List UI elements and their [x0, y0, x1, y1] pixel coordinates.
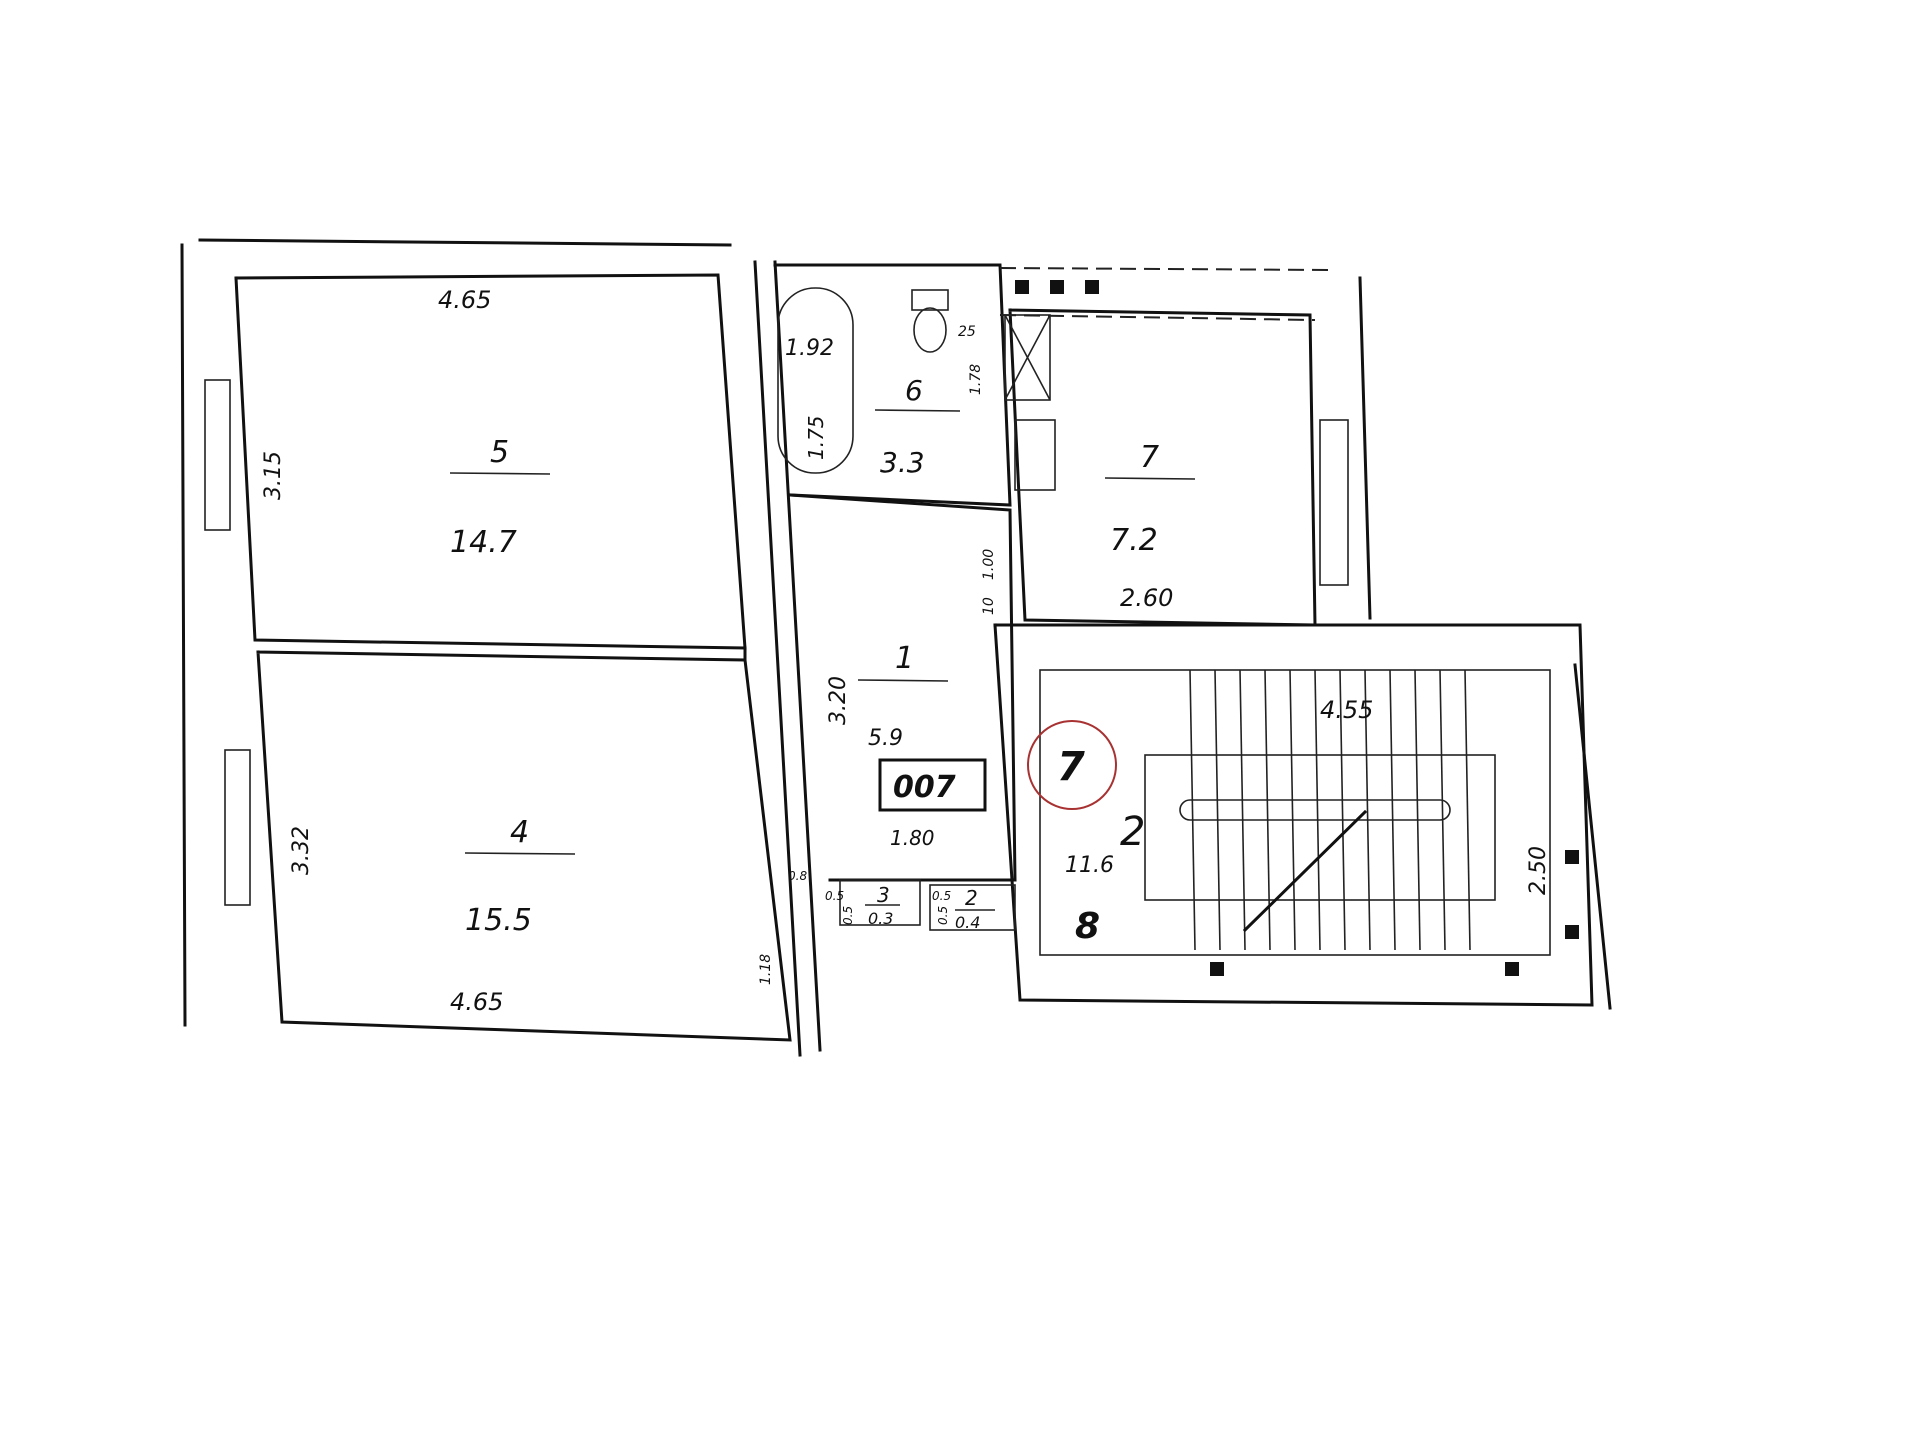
closet-3-number: 3 — [877, 883, 890, 907]
circled-number: 7 — [1057, 744, 1085, 790]
dim-bath-length: 1.92 — [785, 336, 834, 361]
dim-room7-bottom: 2.60 — [1120, 584, 1173, 612]
room-7-number: 7 — [1140, 440, 1159, 475]
room-1-walls — [788, 493, 1017, 882]
apartment-number: 007 — [893, 770, 956, 805]
dim-room4-bottom: 4.65 — [450, 988, 503, 1016]
stair-tread — [1289, 669, 1296, 951]
section-number: 8 — [1075, 906, 1100, 947]
dim-small-25: 25 — [958, 324, 976, 340]
closet-3-area: 0.3 — [868, 909, 893, 928]
dim-room5-top: 4.65 — [438, 286, 491, 314]
dim-room4-side: 3.32 — [289, 826, 314, 875]
circled-number-ring — [1027, 720, 1117, 810]
corridor-left-wall — [753, 260, 802, 1057]
stair-tread — [1239, 669, 1246, 951]
outer-left-wall — [180, 243, 187, 1027]
room-4-number: 4 — [510, 815, 529, 850]
stair-tread — [1364, 669, 1371, 951]
bathtub — [777, 287, 854, 474]
dim-door-100: 1.00 — [981, 549, 997, 580]
closet-2-area: 0.4 — [955, 913, 980, 932]
stair-tread — [1414, 669, 1421, 951]
room-labels: 5 14.7 4 15.5 6 3.3 7 7.2 1 5.9 2 11.6 3… — [450, 374, 1159, 947]
toilet — [913, 307, 947, 353]
dim-bath-inner: 1.75 — [804, 415, 828, 460]
dimension-labels: 4.65 3.15 3.32 4.65 1.92 1.75 2.60 3.20 … — [261, 286, 1551, 1016]
room-5-area: 14.7 — [450, 525, 517, 560]
handrail — [1179, 799, 1451, 821]
dim-closet-h2: 0.5 — [932, 889, 951, 903]
room-2-number: 2 — [1120, 809, 1145, 855]
dim-wall-08: 0.8 — [788, 869, 807, 883]
dim-small-10: 10 — [981, 597, 997, 615]
stair-tread — [1439, 669, 1446, 951]
stair-tread — [1389, 669, 1396, 951]
corridor-inner-wall — [773, 260, 822, 1052]
room-6-number: 6 — [905, 374, 923, 407]
outer-right-wall — [1358, 276, 1372, 620]
closet-2-number: 2 — [965, 886, 978, 910]
closet-3 — [839, 879, 921, 926]
window-room-5 — [204, 379, 231, 531]
dim-hall-side: 3.20 — [826, 676, 851, 725]
dim-door-118: 1.18 — [758, 954, 774, 985]
dim-hall-bottom: 1.80 — [890, 826, 935, 850]
window-room-4 — [224, 749, 251, 906]
room-7-area: 7.2 — [1110, 523, 1158, 558]
stair-tread — [1264, 669, 1271, 951]
stair-right-outer — [1573, 663, 1612, 1010]
stair-tread — [1464, 669, 1471, 951]
vent-shaft — [1004, 314, 1056, 491]
dim-stair-side: 2.50 — [1526, 846, 1551, 895]
stair-tread — [1214, 669, 1221, 951]
room-4-walls — [256, 650, 792, 1042]
room-4-area: 15.5 — [465, 903, 532, 938]
stair-inner — [1039, 669, 1551, 956]
room-5-number: 5 — [490, 435, 509, 470]
apartment-number-box — [878, 758, 987, 812]
vent-markers — [1015, 280, 1579, 976]
room-6-area: 3.3 — [880, 446, 925, 479]
balcony-dashed — [999, 267, 1331, 271]
balcony-dashed-2 — [999, 314, 1316, 321]
dim-closet-w1: 0.5 — [841, 906, 855, 925]
stair-tread — [1339, 669, 1346, 951]
stair-well — [1144, 754, 1496, 901]
outer-top-wall — [198, 238, 732, 247]
dim-closet-w2: 0.5 — [936, 906, 950, 925]
stair-hall-walls — [993, 623, 1594, 1007]
stair-treads — [1189, 669, 1471, 951]
window-room-7 — [1319, 419, 1349, 586]
dim-stair-top: 4.55 — [1320, 696, 1373, 724]
room-2-area: 11.6 — [1065, 853, 1114, 878]
stair-tread — [1314, 669, 1321, 951]
dim-closet-h1: 0.5 — [825, 889, 844, 903]
stair-tread — [1189, 669, 1196, 951]
dim-room5-side: 3.15 — [261, 451, 286, 500]
label-underlines — [449, 409, 1196, 911]
room-1-area: 5.9 — [868, 726, 903, 751]
closet-2 — [929, 884, 1016, 931]
room-1-number: 1 — [895, 641, 914, 676]
toilet-tank — [911, 289, 949, 311]
dim-small-178: 1.78 — [968, 364, 984, 395]
stair-diagonal — [1242, 809, 1368, 933]
